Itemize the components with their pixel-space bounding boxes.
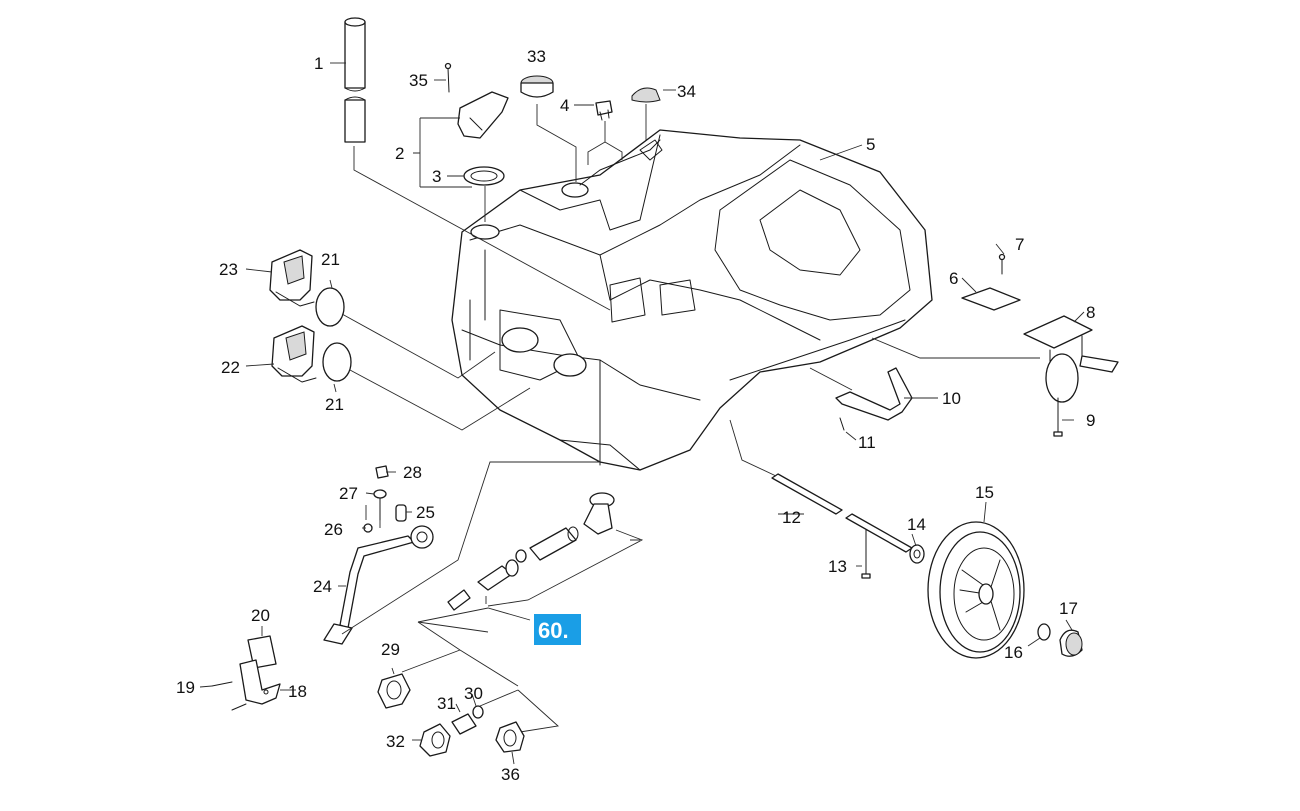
label-part-14: 14 bbox=[907, 515, 926, 534]
part-35-screw bbox=[444, 62, 452, 93]
part-17-hub-cap bbox=[1059, 629, 1083, 657]
label-part-8: 8 bbox=[1086, 303, 1095, 322]
main-housing bbox=[451, 129, 933, 471]
label-part-20: 20 bbox=[251, 606, 270, 625]
part-8-caster bbox=[1023, 315, 1119, 403]
label-part-9: 9 bbox=[1086, 411, 1095, 430]
label-part-32: 32 bbox=[386, 732, 405, 751]
part-6-bracket-plate bbox=[961, 287, 1021, 311]
label-part-19: 19 bbox=[176, 678, 195, 697]
part-2-cover bbox=[457, 91, 509, 139]
label-part-4: 4 bbox=[560, 96, 569, 115]
part-27-valve-stem bbox=[373, 489, 387, 521]
part-60-hose-tail bbox=[447, 589, 471, 611]
label-part-11: 11 bbox=[858, 433, 876, 452]
part-60-nozzle-adapter bbox=[477, 559, 519, 591]
part-21-oring-upper bbox=[315, 287, 345, 327]
part-15-wheel bbox=[927, 521, 1025, 659]
part-25-coupling bbox=[395, 504, 407, 522]
part-1-tube bbox=[344, 17, 366, 143]
label-part-27: 27 bbox=[339, 484, 358, 503]
group-60-label: 60. bbox=[538, 618, 569, 643]
label-part-18: 18 bbox=[288, 682, 307, 701]
part-11-screw bbox=[839, 417, 845, 431]
part-21-oring-lower bbox=[322, 342, 352, 382]
label-part-26: 26 bbox=[324, 520, 343, 539]
part-16-clip bbox=[1037, 623, 1051, 641]
label-part-30: 30 bbox=[464, 684, 483, 703]
label-part-5: 5 bbox=[866, 135, 875, 154]
part-22-bracket bbox=[271, 325, 317, 383]
label-part-33: 33 bbox=[527, 47, 546, 66]
part-24-pipe bbox=[323, 525, 434, 645]
label-part-1: 1 bbox=[314, 54, 323, 73]
label-part-13: 13 bbox=[828, 557, 847, 576]
part-4-clip bbox=[595, 100, 613, 121]
label-part-7: 7 bbox=[1015, 235, 1024, 254]
label-part-22: 22 bbox=[221, 358, 240, 377]
label-part-34: 34 bbox=[677, 82, 696, 101]
label-part-10: 10 bbox=[942, 389, 961, 408]
group-60-badge[interactable] bbox=[534, 614, 581, 645]
part-13-bolt bbox=[861, 527, 871, 579]
part-31-nipple bbox=[451, 713, 477, 735]
label-part-21-upper: 21 bbox=[321, 250, 340, 269]
label-part-31: 31 bbox=[437, 694, 456, 713]
label-part-15: 15 bbox=[975, 483, 994, 502]
part-9-bolt bbox=[1053, 397, 1063, 437]
label-part-12: 12 bbox=[782, 508, 801, 527]
group-60-highlight[interactable]: 60. bbox=[534, 614, 581, 645]
part-14-washer bbox=[909, 544, 925, 564]
label-part-36: 36 bbox=[501, 765, 520, 784]
part-3-ring bbox=[463, 166, 505, 186]
label-part-17: 17 bbox=[1059, 599, 1078, 618]
part-23-bracket bbox=[269, 249, 315, 307]
part-34-plug bbox=[631, 87, 661, 103]
label-part-29: 29 bbox=[381, 640, 400, 659]
part-60-elbow bbox=[583, 492, 615, 535]
label-part-25: 25 bbox=[416, 503, 435, 522]
label-part-35: 35 bbox=[409, 71, 428, 90]
part-19-screws bbox=[211, 681, 247, 711]
part-29-coupling bbox=[377, 673, 411, 709]
label-part-16: 16 bbox=[1004, 643, 1023, 662]
part-10-handle bbox=[835, 367, 913, 421]
part-28-clip bbox=[375, 465, 389, 479]
label-part-21-lower: 21 bbox=[325, 395, 344, 414]
label-part-6: 6 bbox=[949, 269, 958, 288]
part-36-adapter bbox=[495, 721, 525, 753]
part-30-oring bbox=[472, 705, 484, 719]
label-part-24: 24 bbox=[313, 577, 332, 596]
part-labels: 1 35 2 3 33 4 34 5 7 6 8 10 9 11 23 21 2… bbox=[176, 47, 1095, 784]
label-part-23: 23 bbox=[219, 260, 238, 279]
part-33-cap bbox=[520, 75, 554, 98]
part-18-bracket bbox=[239, 659, 281, 705]
label-part-2: 2 bbox=[395, 144, 404, 163]
part-60-washer bbox=[515, 549, 527, 563]
label-part-28: 28 bbox=[403, 463, 422, 482]
part-32-nut bbox=[419, 723, 451, 757]
part-12-axle bbox=[771, 473, 843, 515]
part-60-pipe-segment bbox=[529, 526, 579, 561]
label-part-3: 3 bbox=[432, 167, 441, 186]
part-7-screw bbox=[998, 253, 1006, 275]
